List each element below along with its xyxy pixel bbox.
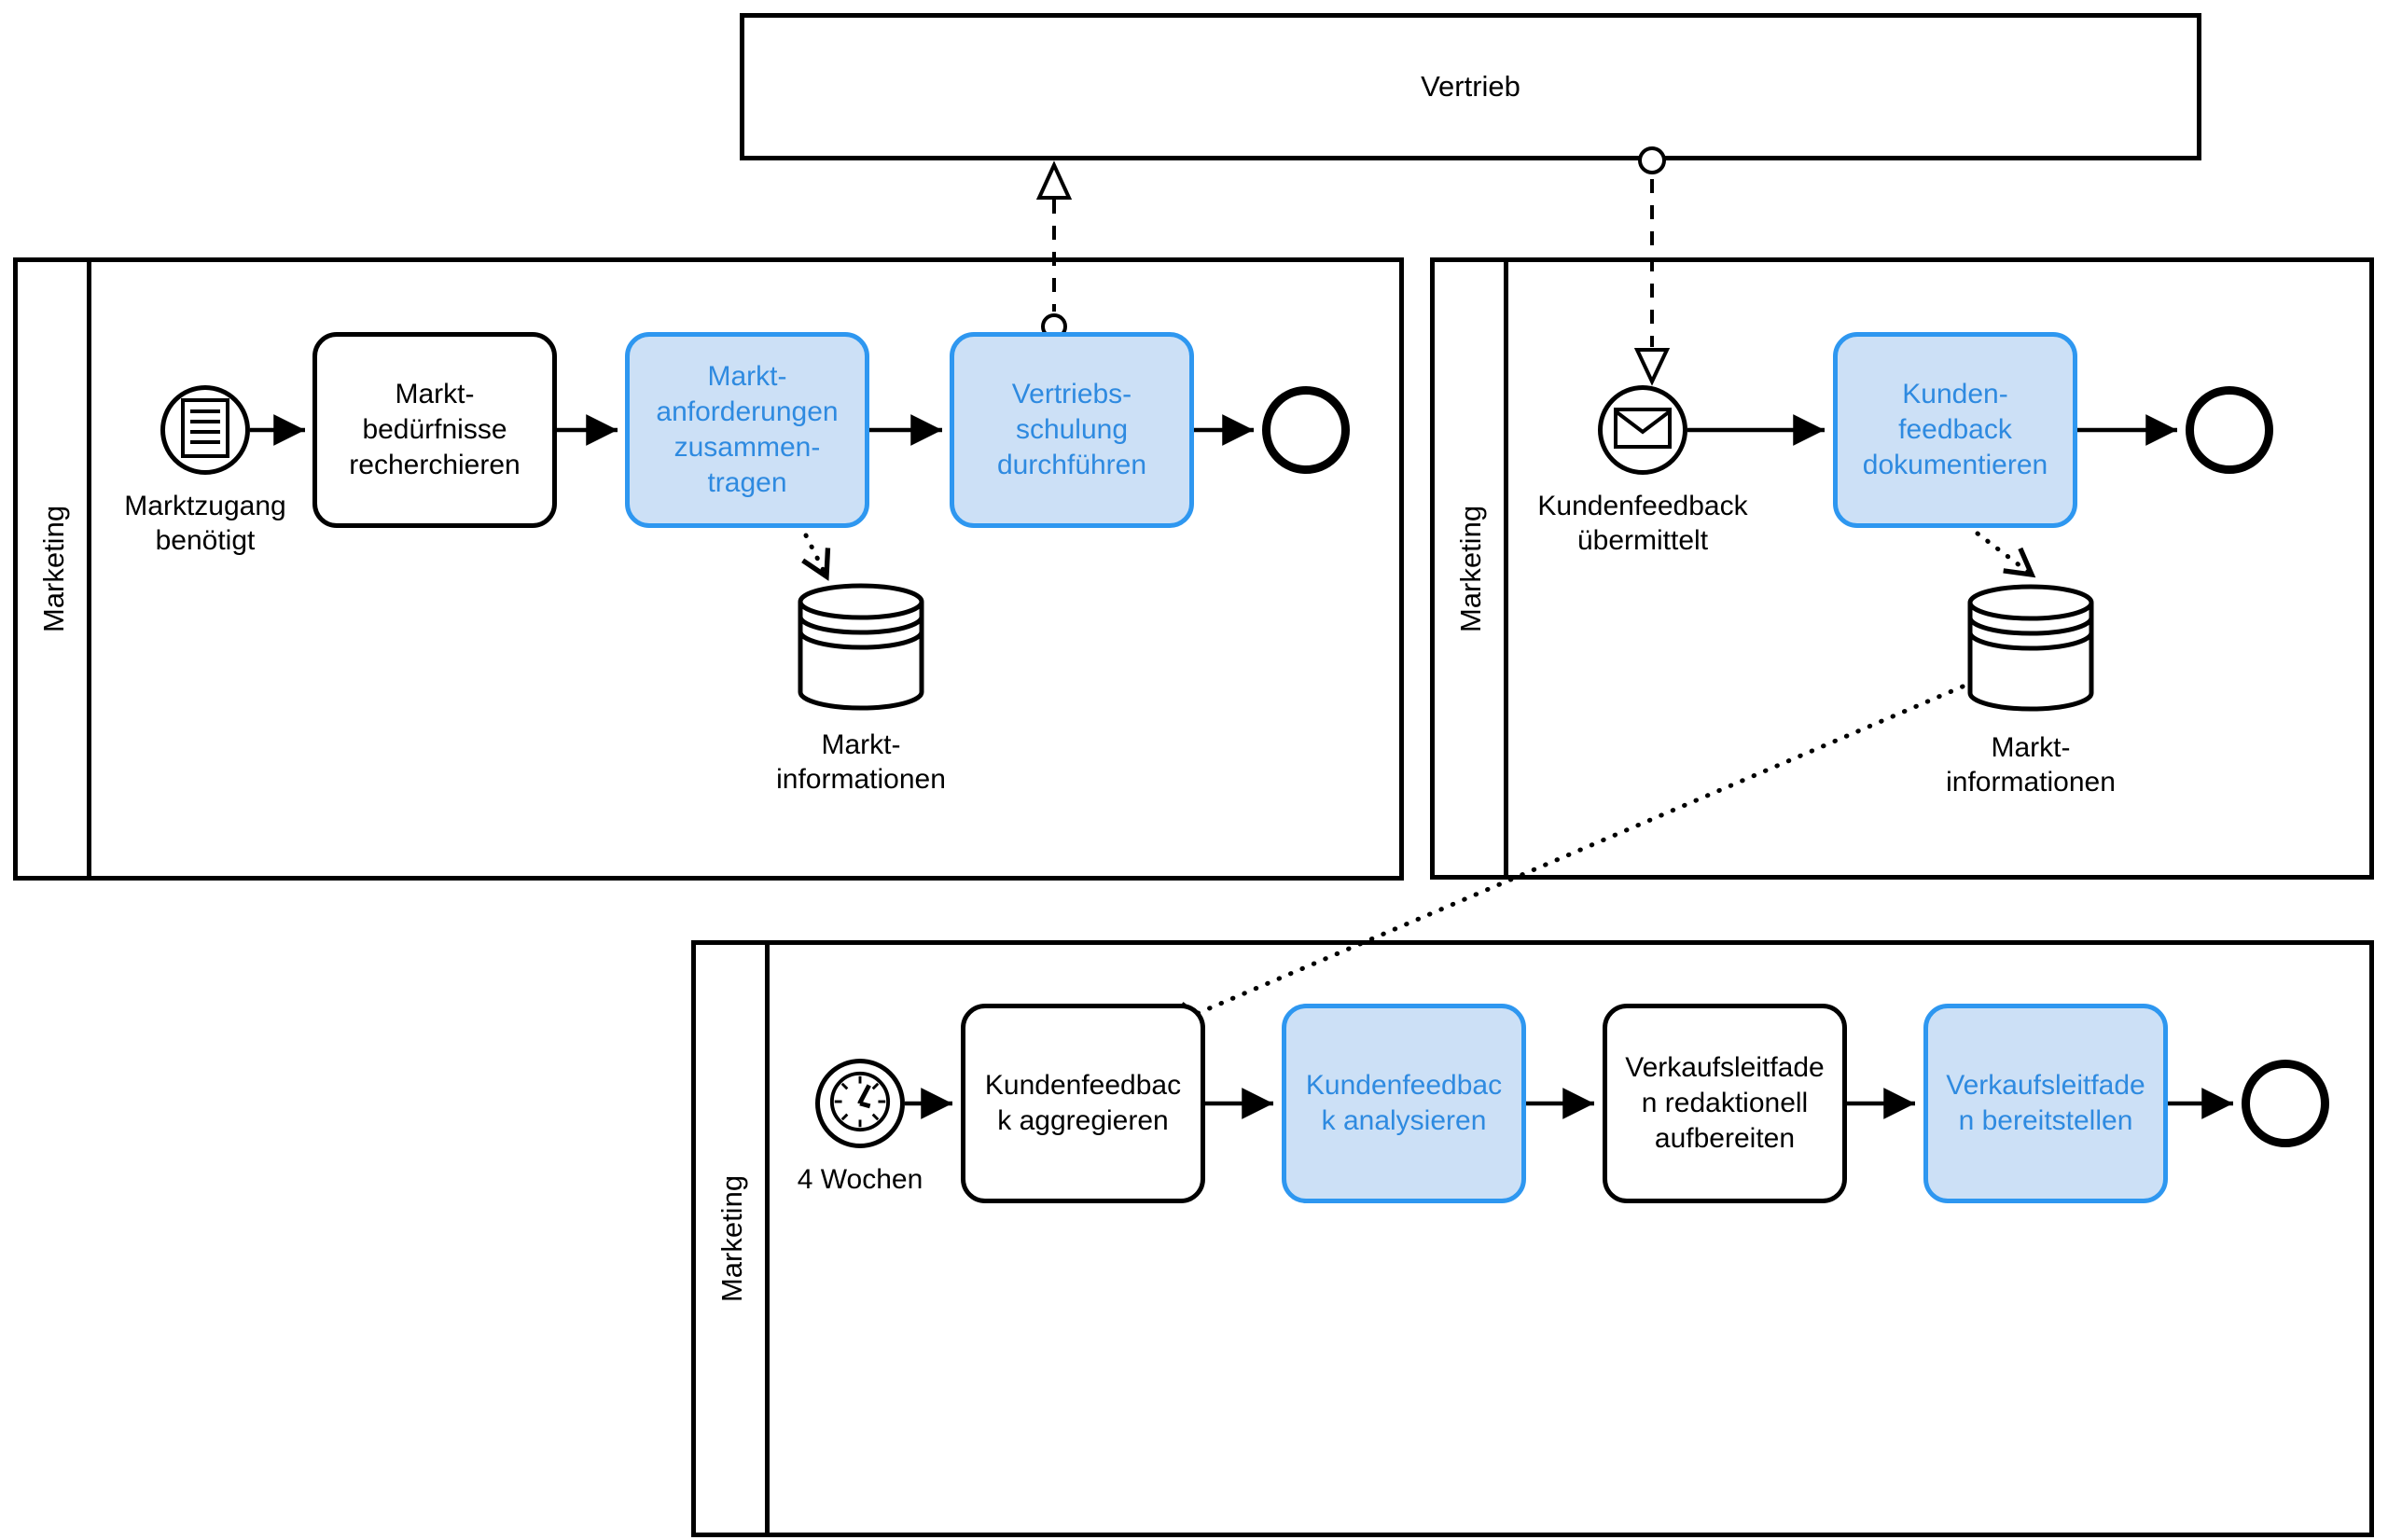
document-lines-icon (180, 397, 230, 464)
start-event-message[interactable] (1598, 385, 1687, 475)
start-event-timer-label: 4 Wochen (797, 1164, 923, 1195)
pool-vertrieb[interactable]: Vertrieb (740, 13, 2201, 160)
clock-icon (827, 1069, 893, 1139)
pool-marketing-bottom-band (696, 945, 770, 1533)
end-event-left[interactable] (1262, 386, 1350, 474)
pool-vertrieb-label: Vertrieb (1421, 70, 1520, 103)
pool-marketing-bottom-label: Marketing (715, 1174, 748, 1303)
task-vertriebsschulung-durchfuehren[interactable]: Vertriebs- schulung durchführen (950, 332, 1194, 528)
end-event-bottom[interactable] (2242, 1060, 2329, 1147)
data-store-left-label: Markt- informationen (776, 729, 946, 795)
task-verkaufsleitfaden-bereitstellen[interactable]: Verkaufsleitfade n bereitstellen (1923, 1004, 2168, 1203)
data-store-right-label: Markt- informationen (1946, 732, 2116, 798)
start-event-message-label: Kundenfeedback übermittelt (1537, 491, 1748, 556)
task-markt-beduerfnisse-recherchieren[interactable]: Markt- bedürfnisse recherchieren (312, 332, 557, 528)
task-markt-anforderungen-zusammentragen[interactable]: Markt- anforderungen zusammen- tragen (625, 332, 869, 528)
task-kundenfeedback-analysieren[interactable]: Kundenfeedbac k analysieren (1282, 1004, 1526, 1203)
start-event-conditional-label: Marktzugang benötigt (124, 491, 286, 556)
task-kundenfeedback-aggregieren[interactable]: Kundenfeedbac k aggregieren (961, 1004, 1205, 1203)
pool-marketing-right-band (1435, 262, 1508, 875)
start-event-conditional[interactable] (160, 385, 250, 475)
task-kundenfeedback-dokumentieren[interactable]: Kunden- feedback dokumentieren (1833, 332, 2077, 528)
pool-marketing-left-band (18, 262, 91, 876)
end-event-right[interactable] (2186, 386, 2273, 474)
start-event-timer[interactable] (815, 1059, 905, 1148)
task-verkaufsleitfaden-aufbereiten[interactable]: Verkaufsleitfade n redaktionell aufberei… (1603, 1004, 1847, 1203)
pool-marketing-right-label: Marketing (1454, 505, 1487, 632)
envelope-icon (1614, 407, 1672, 453)
pool-marketing-left-label: Marketing (37, 505, 70, 633)
